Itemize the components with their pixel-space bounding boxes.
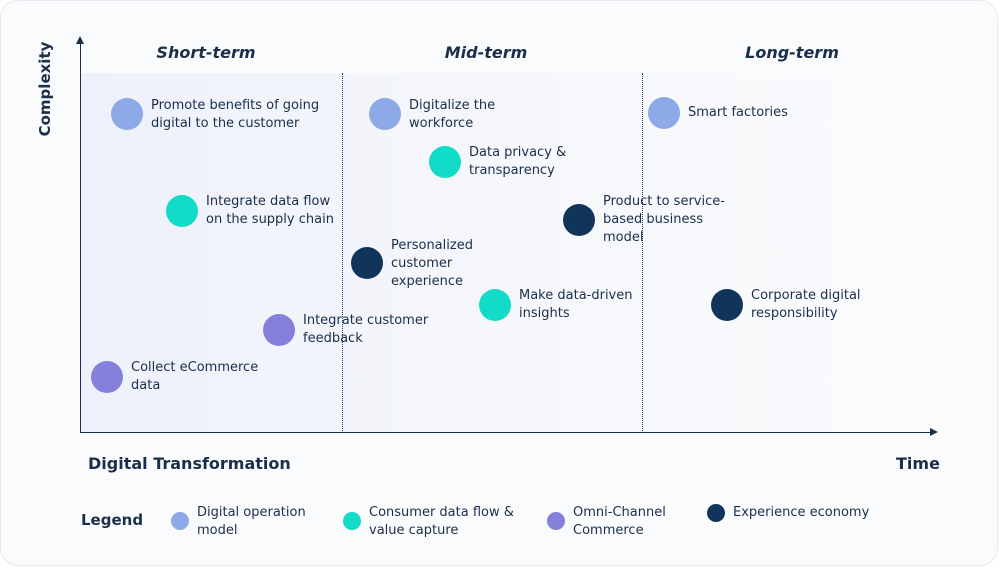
item-label: Corporate digital responsibility bbox=[751, 288, 861, 321]
y-axis-line bbox=[80, 41, 81, 433]
item-label: Integrate data flow on the supply chain bbox=[206, 194, 334, 227]
legend-dot-omni-channel bbox=[547, 512, 565, 530]
x-axis-label: Digital Transformation bbox=[88, 454, 291, 473]
item-dot bbox=[263, 314, 295, 346]
x-axis-line bbox=[80, 432, 932, 433]
plot-area bbox=[81, 73, 871, 433]
phase-divider-2 bbox=[642, 73, 643, 433]
item-dot bbox=[166, 195, 198, 227]
item-label: Personalized customer experience bbox=[391, 238, 473, 289]
item-label: Integrate customer feedback bbox=[303, 313, 429, 346]
legend-label-experience-economy: Experience economy bbox=[733, 505, 870, 520]
legend-label-omni-channel: Omni-Channel Commerce bbox=[573, 505, 666, 538]
x-axis-arrow-icon bbox=[930, 428, 938, 436]
legend-label-digital-operation: Digital operation model bbox=[197, 505, 306, 538]
legend-label-consumer-data: Consumer data flow & value capture bbox=[369, 505, 514, 538]
phase-long-term: Long-term bbox=[745, 43, 839, 62]
item-dot bbox=[711, 289, 743, 321]
phase-divider-1 bbox=[342, 73, 343, 433]
legend-dot-consumer-data bbox=[343, 512, 361, 530]
y-axis-label: Complexity bbox=[36, 41, 54, 137]
item-dot bbox=[429, 146, 461, 178]
time-label: Time bbox=[896, 454, 940, 473]
item-dot bbox=[479, 289, 511, 321]
item-label: Make data-driven insights bbox=[519, 288, 633, 321]
legend-dot-experience-economy bbox=[707, 504, 725, 522]
item-label: Digitalize the workforce bbox=[409, 98, 496, 131]
item-dot bbox=[351, 247, 383, 279]
item-dot bbox=[563, 204, 595, 236]
item-dot bbox=[91, 361, 123, 393]
legend-title: Legend bbox=[81, 511, 144, 529]
legend-dot-digital-operation bbox=[171, 512, 189, 530]
item-label: Data privacy & transparency bbox=[469, 145, 567, 178]
item-label: Product to service- based business model bbox=[603, 194, 725, 245]
item-label: Smart factories bbox=[688, 105, 788, 120]
phase-mid-term: Mid-term bbox=[444, 43, 528, 62]
y-axis-arrow-icon bbox=[76, 36, 84, 44]
item-label: Promote benefits of going digital to the… bbox=[151, 98, 320, 131]
phase-short-term: Short-term bbox=[156, 43, 256, 62]
item-dot bbox=[369, 98, 401, 130]
item-dot bbox=[111, 98, 143, 130]
item-dot bbox=[648, 97, 680, 129]
item-label: Collect eCommerce data bbox=[131, 360, 259, 393]
